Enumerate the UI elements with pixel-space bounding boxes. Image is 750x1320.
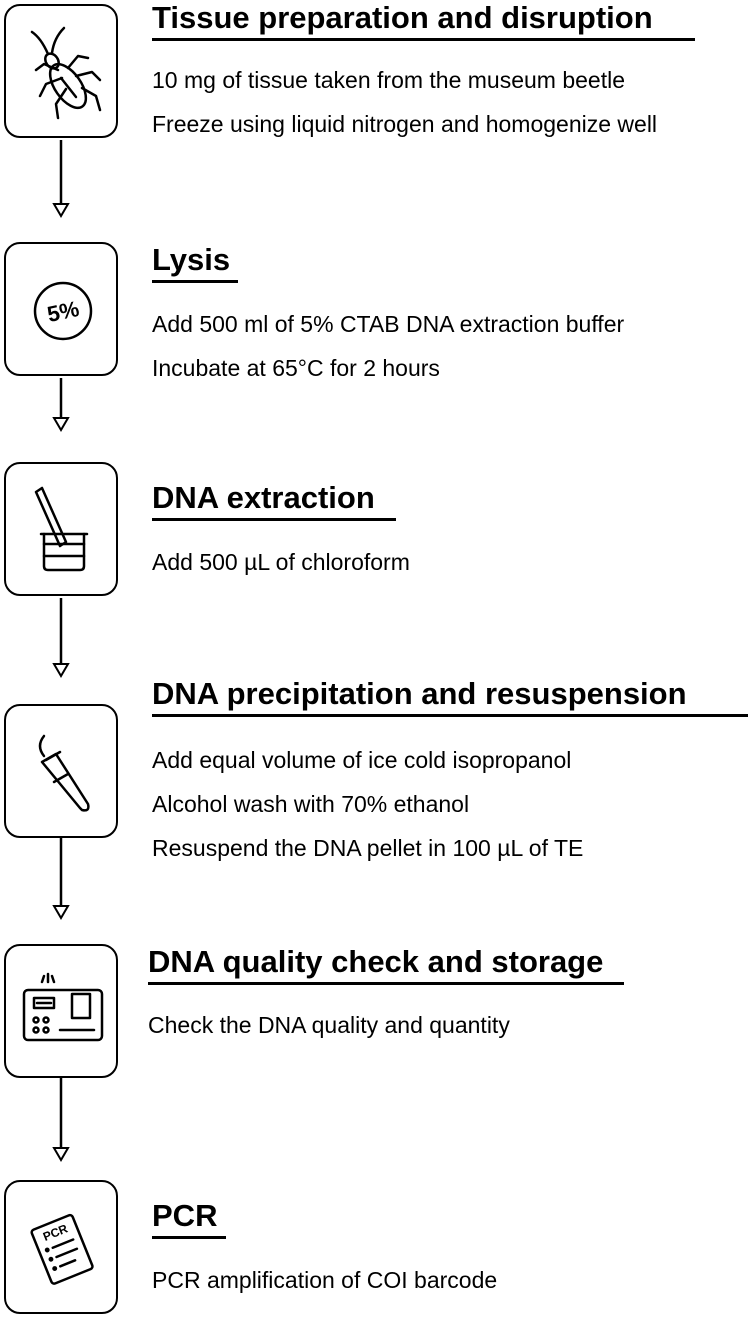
step-title: DNA precipitation and resuspension (152, 676, 748, 717)
step-description-line: Freeze using liquid nitrogen and homogen… (152, 111, 658, 137)
percent-badge-icon: 5% (33, 281, 93, 341)
step-title: DNA extraction (152, 480, 396, 521)
step-description-line: Add 500 µL of chloroform (152, 549, 410, 575)
step-description-line: Check the DNA quality and quantity (148, 1012, 510, 1038)
microtube-icon-box (4, 704, 118, 838)
pcr-document-icon: PCR (30, 1213, 94, 1285)
step-title: Lysis (152, 242, 238, 283)
step-description-line: Add equal volume of ice cold isopropanol (152, 747, 572, 773)
beetle-icon (30, 26, 102, 120)
flow-arrow (52, 378, 70, 432)
step-description-line: Resuspend the DNA pellet in 100 µL of TE (152, 835, 584, 861)
step-title: Tissue preparation and disruption (152, 0, 695, 41)
step-title: PCR (152, 1198, 226, 1239)
step-description-line: 10 mg of tissue taken from the museum be… (152, 67, 626, 93)
step-description-line: PCR amplification of COI barcode (152, 1267, 498, 1293)
percent-badge-label: 5% (45, 296, 81, 327)
beetle-icon-box (4, 4, 118, 138)
spectrophotometer-icon (22, 972, 104, 1042)
beaker-spatula-icon-box (4, 462, 118, 596)
flow-arrow (52, 1078, 70, 1162)
flow-arrow (52, 838, 70, 920)
spectrophotometer-icon-box (4, 944, 118, 1078)
step-description-line: Alcohol wash with 70% ethanol (152, 791, 470, 817)
flow-arrow (52, 598, 70, 678)
percent-badge-icon-box: 5% (4, 242, 118, 376)
pcr-document-icon-box: PCR (4, 1180, 118, 1314)
step-description-line: Add 500 ml of 5% CTAB DNA extraction buf… (152, 311, 625, 337)
step-title: DNA quality check and storage (148, 944, 624, 985)
step-description-line: Incubate at 65°C for 2 hours (152, 355, 440, 381)
microtube-icon (38, 734, 90, 812)
beaker-spatula-icon (34, 486, 89, 572)
flow-arrow (52, 140, 70, 218)
